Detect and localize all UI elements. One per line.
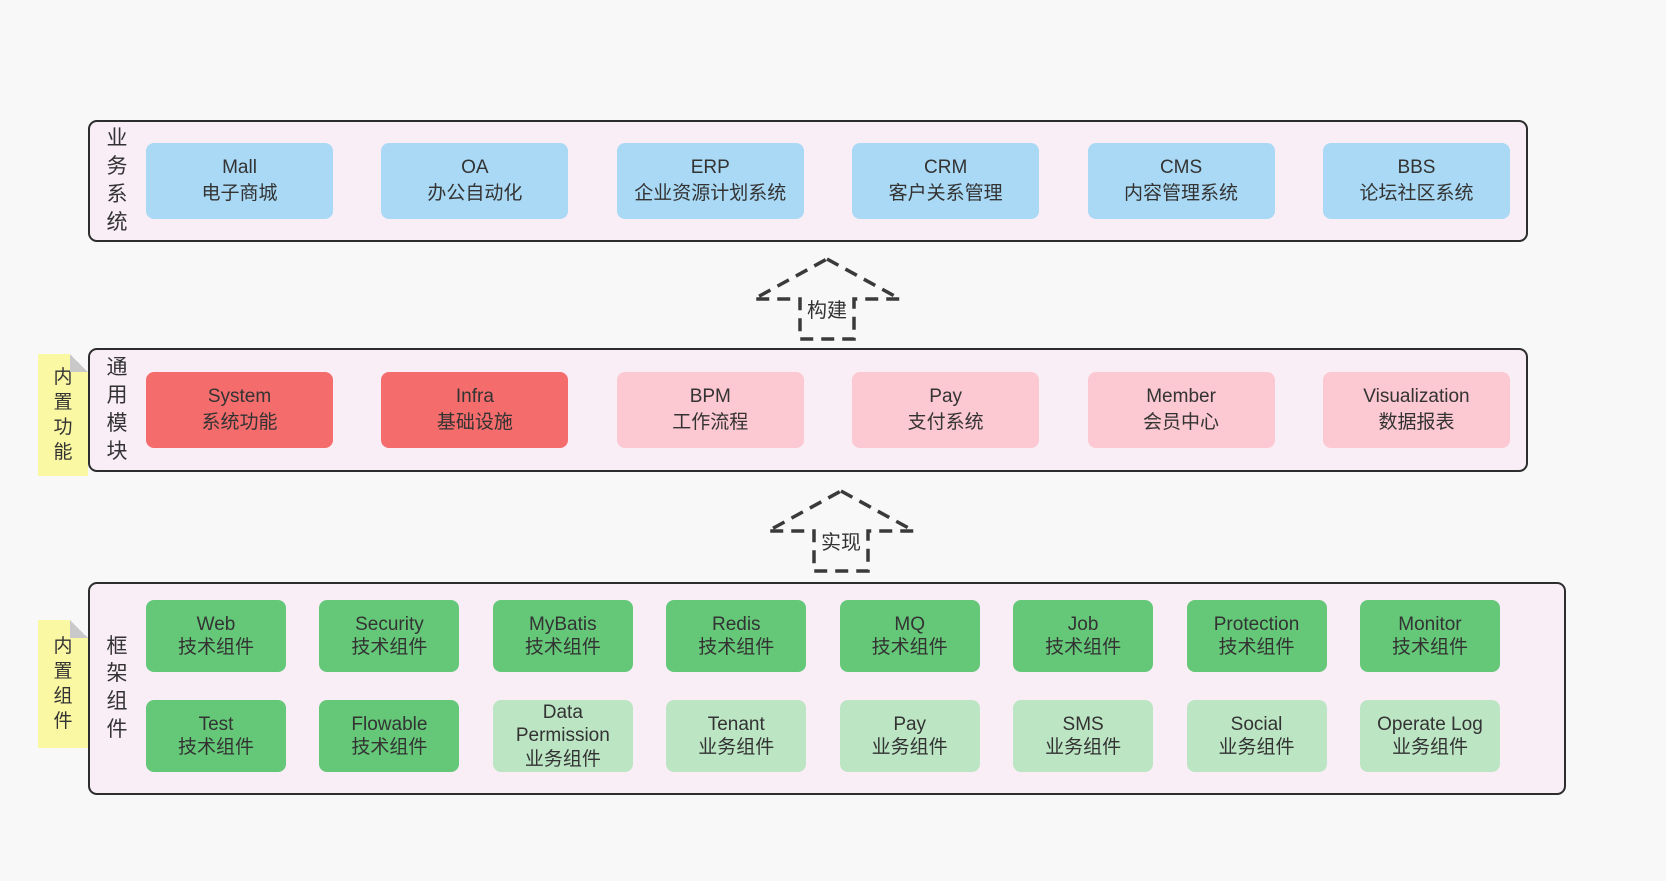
- box-member: Member 会员中心: [1087, 372, 1275, 448]
- up-arrow-icon: [753, 257, 901, 341]
- components-box-row-2: Test 技术组件 Flowable 技术组件 Data Permission …: [146, 700, 1500, 772]
- box-pay-component: Pay 业务组件: [839, 700, 980, 772]
- up-arrow-icon: [767, 489, 915, 573]
- layer-label-common-modules: 通用模块: [106, 356, 128, 463]
- layer-business-systems: 业务系统 Mall 电子商城 OA 办公自动化 ERP 企业资源计划系统 CRM…: [88, 120, 1528, 242]
- box-visualization: Visualization 数据报表: [1322, 372, 1510, 448]
- box-mq: MQ 技术组件: [839, 600, 980, 672]
- box-oa: OA 办公自动化: [381, 143, 569, 219]
- box-redis: Redis 技术组件: [666, 600, 807, 672]
- folded-corner-icon: [70, 620, 88, 638]
- box-flowable: Flowable 技术组件: [319, 700, 460, 772]
- box-test: Test 技术组件: [146, 700, 286, 772]
- box-bbs: BBS 论坛社区系统: [1322, 143, 1510, 219]
- arrow-label-bg: [803, 297, 851, 324]
- layer-label-business-systems: 业务系统: [106, 127, 128, 234]
- arrow-label-bg: [817, 529, 865, 556]
- arrow-build-label: 构建: [807, 299, 847, 322]
- box-tenant: Tenant 业务组件: [666, 700, 807, 772]
- dashed-up-arrow-build: 构建: [753, 257, 901, 341]
- dashed-up-arrow-implement: 实现: [767, 489, 915, 573]
- box-operate-log: Operate Log 业务组件: [1359, 700, 1500, 772]
- box-data-permission: Data Permission 业务组件: [492, 700, 633, 772]
- box-sms: SMS 业务组件: [1013, 700, 1154, 772]
- box-crm: CRM 客户关系管理: [852, 143, 1040, 219]
- box-mall: Mall 电子商城: [146, 143, 333, 219]
- box-social: Social 业务组件: [1186, 700, 1327, 772]
- box-system: System 系统功能: [146, 372, 333, 448]
- box-mybatis: MyBatis 技术组件: [492, 600, 633, 672]
- business-box-row: Mall 电子商城 OA 办公自动化 ERP 企业资源计划系统 CRM 客户关系…: [146, 143, 1510, 219]
- sticky-note-built-in-components: 内置组件: [38, 620, 88, 748]
- box-cms: CMS 内容管理系统: [1087, 143, 1275, 219]
- sticky-label-built-in-features: 内置功能: [53, 366, 73, 464]
- box-pay-system: Pay 支付系统: [852, 372, 1040, 448]
- sticky-label-built-in-components: 内置组件: [53, 635, 73, 733]
- box-security: Security 技术组件: [319, 600, 460, 672]
- box-web: Web 技术组件: [146, 600, 286, 672]
- box-erp: ERP 企业资源计划系统: [616, 143, 804, 219]
- folded-corner-icon: [70, 354, 88, 372]
- layer-label-framework-components: 框架组件: [106, 634, 128, 742]
- arrow-implement-label: 实现: [821, 531, 861, 554]
- box-bpm: BPM 工作流程: [616, 372, 804, 448]
- components-box-row-1: Web 技术组件 Security 技术组件 MyBatis 技术组件 Redi…: [146, 600, 1500, 672]
- sticky-note-built-in-features: 内置功能: [38, 354, 88, 476]
- modules-box-row: System 系统功能 Infra 基础设施 BPM 工作流程 Pay 支付系统…: [146, 372, 1510, 448]
- box-protection: Protection 技术组件: [1186, 600, 1327, 672]
- box-infra: Infra 基础设施: [381, 372, 569, 448]
- layer-common-modules: 通用模块 System 系统功能 Infra 基础设施 BPM 工作流程 Pay…: [88, 348, 1528, 472]
- box-job: Job 技术组件: [1013, 600, 1154, 672]
- box-monitor: Monitor 技术组件: [1359, 600, 1500, 672]
- layer-framework-components: 框架组件 Web 技术组件 Security 技术组件 MyBatis 技术组件…: [88, 582, 1566, 795]
